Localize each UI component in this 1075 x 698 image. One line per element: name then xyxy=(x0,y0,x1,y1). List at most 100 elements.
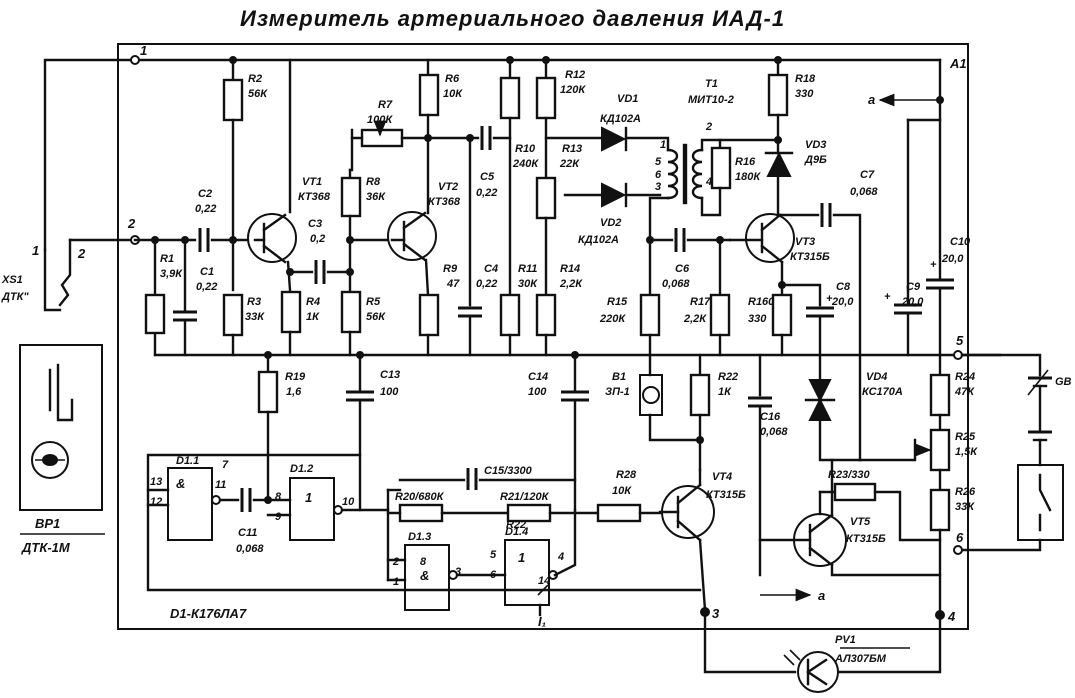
svg-text:0,2: 0,2 xyxy=(310,233,325,245)
svg-text:VT4: VT4 xyxy=(712,471,732,483)
svg-text:11: 11 xyxy=(215,479,226,491)
gate-d1-2: 1 D1.2 8 9 10 xyxy=(275,463,355,541)
svg-text:3,9К: 3,9К xyxy=(160,268,183,280)
svg-text:B1: B1 xyxy=(612,371,626,383)
diode-vd3: VD3 Д9Б xyxy=(764,139,827,177)
capacitor-c7: C7 0,068 xyxy=(820,169,878,227)
svg-text:0,068: 0,068 xyxy=(236,543,264,555)
svg-text:МИТ10-2: МИТ10-2 xyxy=(688,94,734,106)
svg-text:100: 100 xyxy=(380,386,399,398)
resistor-r23: R23/330 xyxy=(828,469,877,502)
svg-text:R24: R24 xyxy=(955,371,975,383)
svg-text:C3: C3 xyxy=(308,218,322,230)
svg-text:C4: C4 xyxy=(484,263,498,275)
resistor-r10: R10 240К xyxy=(499,76,539,170)
svg-text:R22: R22 xyxy=(506,519,526,531)
svg-text:1К: 1К xyxy=(718,386,732,398)
svg-text:C5: C5 xyxy=(480,171,495,183)
resistor-r21: R21/120К xyxy=(500,491,552,523)
capacitor-c6: C6 0,068 xyxy=(662,228,690,290)
svg-text:R16: R16 xyxy=(735,156,756,168)
svg-text:R14: R14 xyxy=(560,263,580,275)
svg-text:PV1: PV1 xyxy=(835,634,856,646)
svg-text:КД102А: КД102А xyxy=(578,234,619,246)
transistor-vt2: VT2 КТ368 xyxy=(387,181,461,262)
capacitor-c15: C15/3300 xyxy=(466,465,533,490)
resistor-r16: R16 180К xyxy=(710,146,761,190)
svg-text:&: & xyxy=(176,476,185,491)
svg-text:56К: 56К xyxy=(248,88,268,100)
svg-text:R8: R8 xyxy=(366,176,381,188)
svg-text:22К: 22К xyxy=(559,158,580,170)
sensor-bp1: BP1 ДТК-1М xyxy=(19,344,105,555)
svg-text:АЛ307БМ: АЛ307БМ xyxy=(834,653,887,665)
resistor-r22: R22 1К xyxy=(689,371,738,417)
svg-text:R6: R6 xyxy=(445,73,460,85)
svg-text:VD4: VD4 xyxy=(866,371,887,383)
diode-vd2: VD2 КД102А xyxy=(578,182,628,246)
svg-text:5: 5 xyxy=(490,549,497,561)
capacitor-c9: + C9 20,0 xyxy=(884,281,924,315)
svg-text:R25: R25 xyxy=(955,431,976,443)
svg-text:T1: T1 xyxy=(705,78,718,90)
terminal-i1: I₁ xyxy=(538,614,546,629)
svg-text:R10: R10 xyxy=(515,143,536,155)
capacitor-c16: C16 0,068 xyxy=(748,396,788,438)
terminal-4: 4 xyxy=(947,609,956,624)
svg-text:240К: 240К xyxy=(512,158,539,170)
svg-text:C7: C7 xyxy=(860,169,875,181)
svg-text:+: + xyxy=(884,291,891,303)
diode-vd1: VD1 КД102А xyxy=(600,93,641,152)
svg-text:R17: R17 xyxy=(690,296,711,308)
transistor-vt1: VT1 КТ368 xyxy=(247,176,331,264)
svg-text:0,068: 0,068 xyxy=(662,278,690,290)
svg-text:XS1: XS1 xyxy=(1,274,23,286)
svg-text:8: 8 xyxy=(275,491,282,503)
svg-text:4: 4 xyxy=(557,551,564,563)
svg-text:&: & xyxy=(420,568,429,583)
arrow-a-top: a xyxy=(868,92,875,107)
gate-d1-4: 1 D1.4 5 6 4 14 xyxy=(490,526,564,606)
svg-text:14: 14 xyxy=(538,575,550,587)
svg-text:1: 1 xyxy=(518,550,525,565)
svg-text:C1: C1 xyxy=(200,266,214,278)
chip-label: D1-К176ЛА7 xyxy=(170,606,247,621)
svg-text:ЗП-1: ЗП-1 xyxy=(605,386,630,398)
svg-text:VT2: VT2 xyxy=(438,181,458,193)
resistor-r9: R9 47 xyxy=(418,263,460,337)
svg-text:2,2К: 2,2К xyxy=(683,313,707,325)
resistor-r13: R13 22К xyxy=(535,143,582,220)
svg-text:R22: R22 xyxy=(718,371,738,383)
svg-text:180К: 180К xyxy=(735,171,761,183)
svg-text:КТ315Б: КТ315Б xyxy=(846,533,886,545)
svg-text:C16: C16 xyxy=(760,411,781,423)
capacitor-c5: C5 0,22 xyxy=(476,126,497,199)
capacitor-c13: C13 100 xyxy=(346,369,400,402)
svg-text:20,0: 20,0 xyxy=(831,296,854,308)
svg-text:10К: 10К xyxy=(443,88,463,100)
resistor-r6: R6 10К xyxy=(418,73,463,117)
svg-text:10К: 10К xyxy=(612,485,632,497)
svg-text:20,0: 20,0 xyxy=(901,296,924,308)
svg-text:+: + xyxy=(930,259,937,271)
capacitor-c3: C3 0,2 xyxy=(308,218,326,284)
svg-text:6: 6 xyxy=(655,169,662,181)
svg-text:1: 1 xyxy=(32,243,39,258)
svg-text:33К: 33К xyxy=(955,501,975,513)
svg-text:3: 3 xyxy=(455,566,461,578)
capacitor-c10: + C10 20,0 xyxy=(926,236,971,290)
svg-text:2,2К: 2,2К xyxy=(559,278,583,290)
svg-text:13: 13 xyxy=(150,476,162,488)
resistor-r19: R19 1,6 xyxy=(257,370,306,414)
svg-text:7: 7 xyxy=(222,459,229,471)
resistor-r5: R5 56К xyxy=(340,290,386,334)
svg-text:47К: 47К xyxy=(954,386,975,398)
svg-text:1: 1 xyxy=(660,139,666,151)
svg-text:4: 4 xyxy=(705,176,712,188)
svg-text:C14: C14 xyxy=(528,371,548,383)
svg-text:R20/680К: R20/680К xyxy=(395,491,445,503)
svg-text:8: 8 xyxy=(420,556,427,568)
svg-text:1,6: 1,6 xyxy=(286,386,302,398)
resistor-r2: R2 56К xyxy=(222,73,268,122)
svg-text:56К: 56К xyxy=(366,311,386,323)
